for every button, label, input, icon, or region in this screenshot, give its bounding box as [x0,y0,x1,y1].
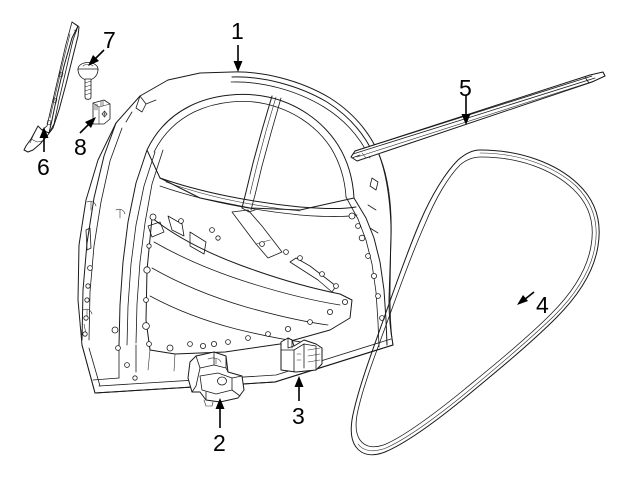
callout-label-3: 3 [292,403,305,429]
callout-label-1: 1 [231,18,244,44]
part-6-applique-trim-panel [23,21,80,153]
part-5-belt-molding [350,71,606,162]
callout-label-2: 2 [213,430,226,456]
part-8-retainer-clip [92,99,111,125]
part-4-door-weatherstrip-seal [350,149,600,456]
callout-label-8: 8 [74,134,87,160]
callout-label-6: 6 [37,154,50,180]
callout-leaders [39,45,535,428]
callout-label-4: 4 [536,292,549,318]
part-7-mounting-screw [77,62,99,100]
callout-label-7: 7 [103,27,116,53]
callout-label-5: 5 [459,75,472,101]
part-1-door-frame-shell [77,71,394,394]
part-3-striker-bracket-clip [280,337,323,373]
part-2-door-lock-latch [187,351,245,407]
